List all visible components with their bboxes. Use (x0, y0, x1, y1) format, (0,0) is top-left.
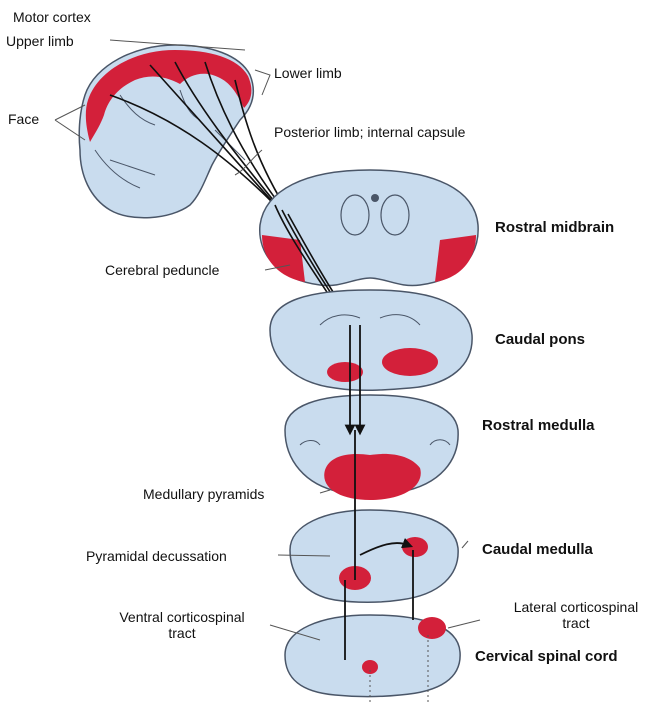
rostral-medulla-section (285, 395, 458, 500)
label-upper-limb: Upper limb (6, 33, 74, 49)
label-rostral-medulla: Rostral medulla (482, 418, 595, 434)
label-rostral-midbrain: Rostral midbrain (495, 220, 614, 236)
label-medullary-pyramids: Medullary pyramids (143, 486, 264, 502)
label-cervical-spinal-cord: Cervical spinal cord (475, 649, 618, 665)
label-pyramidal-decussation: Pyramidal decussation (86, 548, 227, 564)
caudal-pons-section (270, 290, 472, 390)
label-lower-limb: Lower limb (274, 65, 342, 81)
label-caudal-pons: Caudal pons (495, 332, 585, 348)
label-face: Face (8, 111, 39, 127)
label-posterior-limb: Posterior limb; internal capsule (274, 124, 465, 140)
label-lateral-corticospinal-tract: Lateral corticospinal tract (490, 599, 662, 631)
label-motor-cortex: Motor cortex (13, 9, 91, 25)
label-ventral-cst-line1: Ventral corticospinal (96, 609, 268, 625)
cervical-spinal-cord-section (285, 615, 460, 697)
label-ventral-cst-line2: tract (96, 625, 268, 641)
rostral-midbrain-section (260, 170, 478, 286)
label-lateral-cst-line2: tract (490, 615, 662, 631)
label-lateral-cst-line1: Lateral corticospinal (490, 599, 662, 615)
label-cerebral-peduncle: Cerebral peduncle (105, 262, 219, 278)
label-caudal-medulla: Caudal medulla (482, 542, 593, 558)
brain-hemisphere (79, 45, 253, 218)
label-ventral-corticospinal-tract: Ventral corticospinal tract (96, 609, 268, 641)
